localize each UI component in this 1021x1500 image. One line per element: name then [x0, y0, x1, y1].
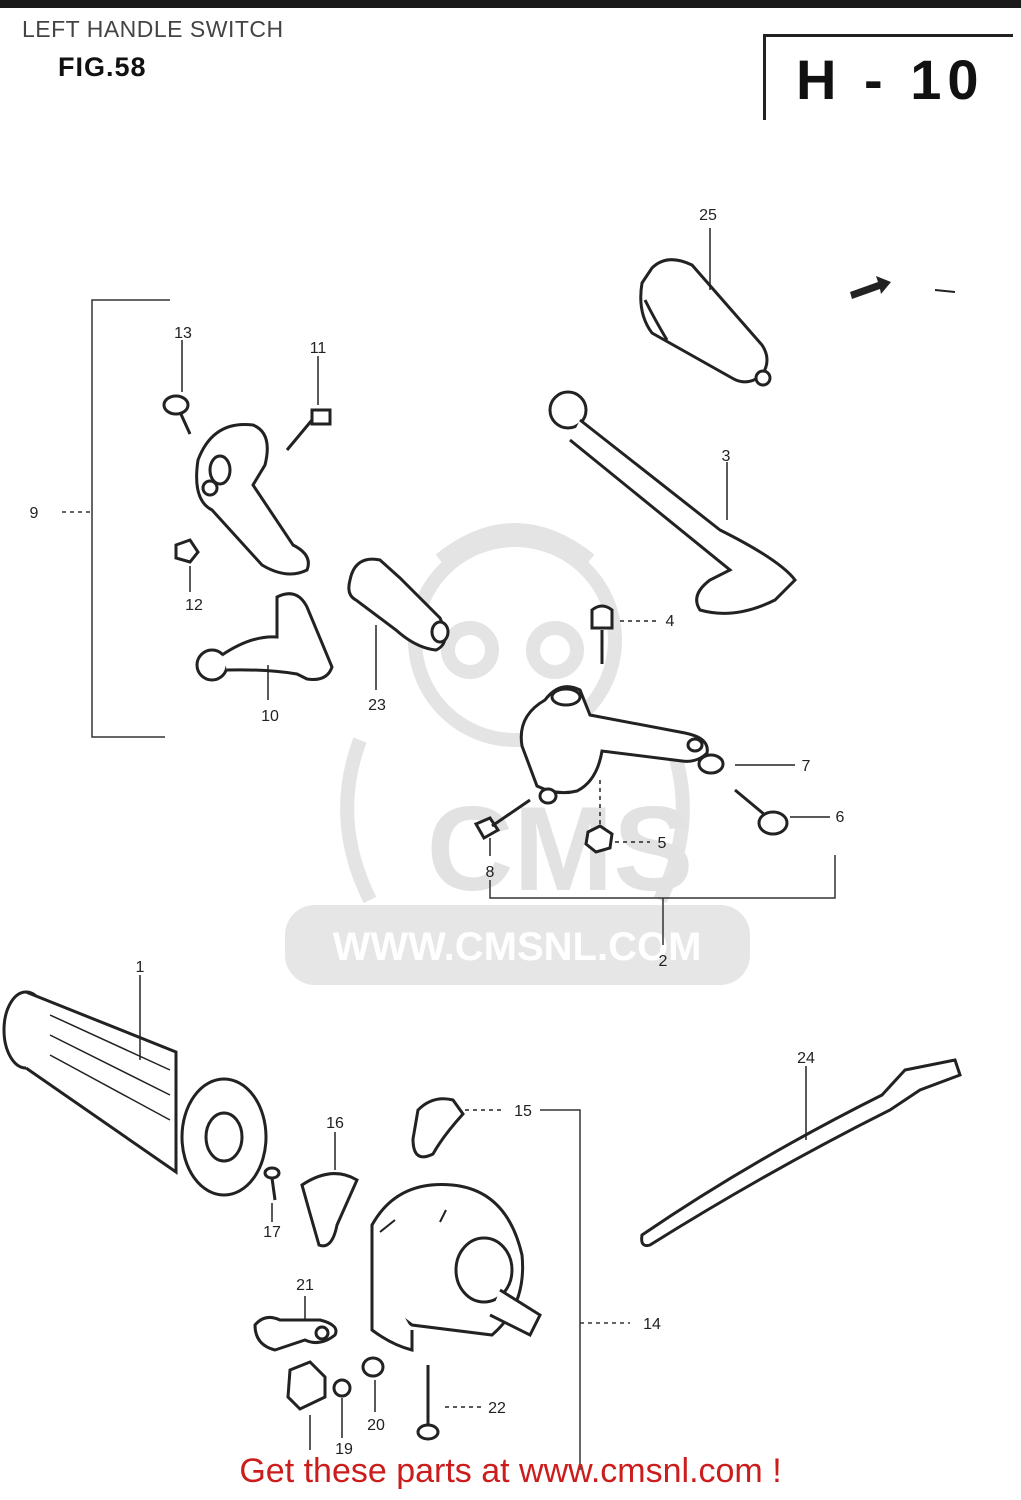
screw-6 — [734, 788, 830, 836]
callout-12: 12 — [185, 597, 203, 614]
callout-4: 4 — [666, 613, 675, 630]
callout-19: 19 — [335, 1441, 353, 1458]
bolt-4 — [590, 604, 660, 664]
spring-20 — [361, 1356, 385, 1412]
callout-3: 3 — [722, 448, 731, 465]
callout-11: 11 — [310, 340, 327, 357]
figure-label: FIG.58 — [58, 52, 147, 82]
clutch-lever-3 — [548, 390, 797, 615]
callout-numbers: 25 13 11 3 9 12 4 23 10 7 6 5 8 2 1 24 1… — [30, 207, 845, 1458]
switch-housing-14 — [370, 1183, 542, 1352]
terminal-21 — [253, 1296, 338, 1352]
callout-5: 5 — [658, 835, 667, 852]
bolt-11 — [285, 356, 332, 451]
callout-10: 10 — [261, 708, 279, 725]
callout-2: 2 — [659, 953, 668, 970]
lever-bracket-9 — [195, 422, 310, 576]
screw-13 — [162, 340, 192, 435]
watermark-logo-text: CMS — [427, 782, 694, 916]
lever-holder-23 — [347, 557, 450, 690]
switch-knob-16 — [300, 1132, 359, 1248]
cable-tie-24 — [640, 1058, 962, 1247]
screw-22 — [416, 1365, 485, 1441]
callout-7: 7 — [802, 758, 811, 775]
callout-9: 9 — [30, 505, 39, 522]
callout-20: 20 — [367, 1417, 385, 1434]
callout-1: 1 — [136, 959, 145, 976]
callout-15: 15 — [514, 1103, 532, 1120]
callout-16: 16 — [326, 1115, 344, 1132]
callout-17: 17 — [263, 1224, 281, 1241]
callout-14: 14 — [643, 1316, 661, 1333]
callout-6: 6 — [836, 809, 845, 826]
watermark-url: WWW.CMSNL.COM — [333, 925, 702, 969]
assembly-bracket-9 — [62, 299, 170, 738]
top-rule — [0, 0, 1021, 8]
callout-24: 24 — [797, 1050, 815, 1067]
lever-bracket-2 — [519, 685, 709, 805]
footer-link[interactable]: Get these parts at www.cmsnl.com ! — [239, 1452, 782, 1490]
callout-21: 21 — [296, 1277, 314, 1294]
page-code: H - 10 — [796, 48, 985, 111]
callout-22: 22 — [488, 1400, 506, 1417]
choke-lever-10 — [195, 592, 334, 700]
callout-8: 8 — [486, 864, 495, 881]
bolt-8 — [473, 798, 531, 856]
direction-arrow-icon — [850, 276, 956, 299]
switch-button-18 — [286, 1360, 327, 1450]
watermark: CMS WWW.CMSNL.COM — [285, 523, 750, 985]
nut-5 — [584, 780, 650, 854]
assembly-bracket-2 — [489, 855, 836, 945]
callout-13: 13 — [174, 325, 192, 342]
washer-7 — [697, 753, 795, 775]
page-code-box: H - 10 — [763, 34, 1013, 120]
handle-grip-1 — [2, 975, 268, 1197]
callout-25: 25 — [699, 207, 717, 224]
page-title: LEFT HANDLE SWITCH — [22, 16, 284, 42]
nut-12 — [174, 538, 200, 592]
callout-23: 23 — [368, 697, 386, 714]
ball-19 — [332, 1378, 352, 1438]
lever-cover-25 — [639, 228, 772, 387]
watermark-url-box — [285, 905, 750, 985]
switch-knob-15 — [411, 1097, 505, 1159]
assembly-bracket-14 — [540, 1109, 630, 1470]
screw-17 — [263, 1166, 281, 1222]
